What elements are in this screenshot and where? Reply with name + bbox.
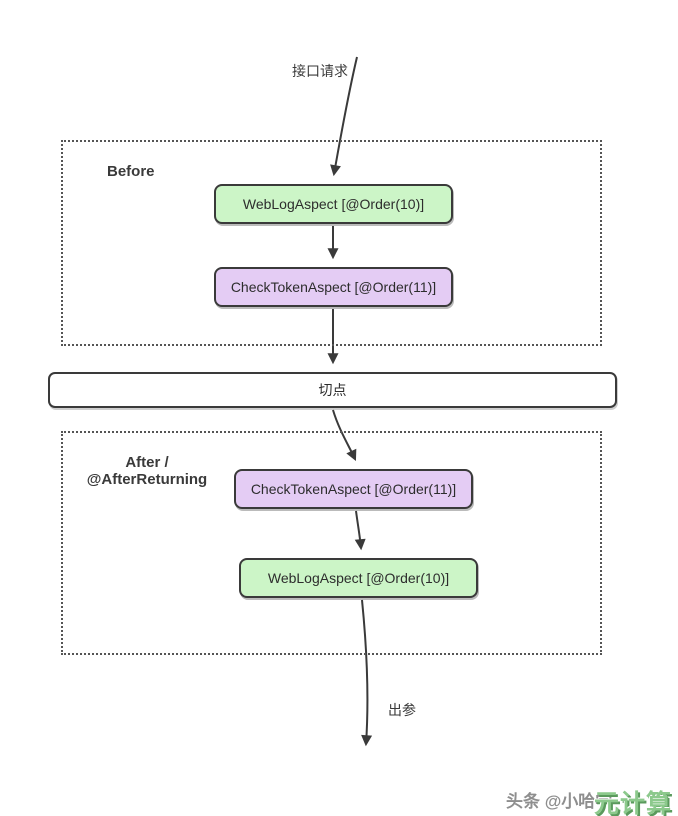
before-section-box — [61, 140, 602, 346]
node-after-weblogaspect: WebLogAspect [@Order(10)] — [239, 558, 478, 598]
after-section-box — [61, 431, 602, 655]
node-before-checktokenaspect: CheckTokenAspect [@Order(11)] — [214, 267, 453, 307]
after-title-line1: After / — [125, 454, 169, 471]
node-before-weblogaspect: WebLogAspect [@Order(10)] — [214, 184, 453, 224]
watermark: 头条 @小哈学 元计算 — [506, 784, 678, 816]
after-section-title: After / @AfterReturning — [72, 454, 222, 488]
node-after-checktokenaspect: CheckTokenAspect [@Order(11)] — [234, 469, 473, 509]
before-section-title: Before — [107, 163, 155, 180]
pointcut-bar: 切点 — [48, 372, 617, 408]
watermark-byline: 头条 @小哈学 — [506, 792, 613, 811]
watermark-brand: 元计算 — [594, 790, 673, 816]
output-label: 出参 — [388, 702, 416, 718]
request-label: 接口请求 — [292, 63, 348, 79]
after-title-line2: @AfterReturning — [86, 471, 208, 488]
